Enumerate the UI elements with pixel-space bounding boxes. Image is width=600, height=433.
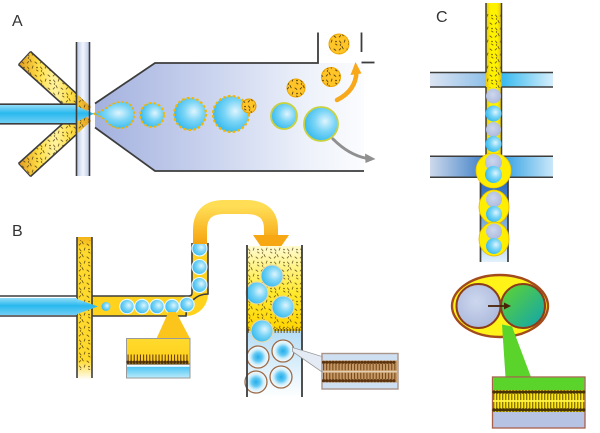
droplet xyxy=(211,94,251,134)
droplet-pair-zoom xyxy=(450,273,550,339)
inner-droplet-a xyxy=(486,88,501,104)
droplet-train xyxy=(119,240,208,315)
droplet xyxy=(134,298,150,315)
inner-droplet-b xyxy=(485,136,502,152)
bilayer-inset xyxy=(292,346,399,390)
vertical-channel-walls xyxy=(485,3,503,157)
flow-direction-arrow-icon xyxy=(331,137,376,163)
double-emulsion xyxy=(478,221,510,257)
panel-b: B xyxy=(0,200,399,397)
panel-c-label: C xyxy=(436,9,448,26)
lipid-bilayer xyxy=(321,360,399,383)
membrane-inset xyxy=(491,324,586,429)
satellite-lipid-droplet xyxy=(241,98,257,114)
inner-droplet-a xyxy=(486,122,501,137)
lipid-bilayer xyxy=(492,390,586,412)
panel-a: A xyxy=(0,13,376,178)
lipid-droplet xyxy=(286,78,306,98)
droplet xyxy=(164,298,180,315)
droplet xyxy=(139,102,165,128)
droplet xyxy=(179,296,195,313)
droplet xyxy=(303,106,339,142)
panel-b-label: B xyxy=(12,223,23,240)
oil-inlet-bottom xyxy=(17,108,91,178)
double-emulsion xyxy=(478,189,510,225)
inner-droplet-b xyxy=(485,105,502,122)
oil-carrier-channel xyxy=(77,243,208,316)
transfer-container xyxy=(244,245,303,397)
lipid-droplet xyxy=(328,33,350,55)
vesicle xyxy=(244,370,268,394)
oil-inlet-top xyxy=(17,50,91,120)
lipid-outlet-arrow-icon xyxy=(334,62,362,103)
settling-droplets xyxy=(245,264,295,343)
droplet xyxy=(250,319,274,343)
cross-channel-1 xyxy=(430,71,553,88)
double-emulsion-forming xyxy=(475,152,512,189)
droplet xyxy=(245,281,269,305)
inset-pointer xyxy=(156,312,190,339)
droplet xyxy=(172,96,208,132)
lipid-specks xyxy=(487,14,501,88)
droplet xyxy=(119,298,135,315)
chamber-walls xyxy=(94,32,375,172)
droplet xyxy=(191,258,208,276)
aqueous-stream xyxy=(0,298,111,315)
cross-channel-2 xyxy=(430,155,553,179)
droplet xyxy=(260,264,284,288)
monolayer-inset xyxy=(126,312,191,379)
lipid-droplets xyxy=(286,33,350,98)
droplet xyxy=(270,102,298,130)
vesicle xyxy=(271,339,295,363)
alternating-droplets xyxy=(485,88,502,152)
droplet xyxy=(149,298,165,315)
droplet xyxy=(191,276,208,294)
aqueous-inlet xyxy=(0,103,94,125)
panel-a-label: A xyxy=(12,13,23,30)
vesicle xyxy=(246,345,270,369)
lipid-monolayer xyxy=(126,354,191,365)
droplet xyxy=(271,295,295,319)
inset-pointer xyxy=(502,324,531,377)
panel-c: C xyxy=(430,3,586,429)
forming-droplet xyxy=(92,101,136,129)
content-transfer-arrow-icon xyxy=(488,302,511,310)
lipid-droplet xyxy=(321,67,341,87)
droplet-train xyxy=(139,94,339,142)
vesicle xyxy=(269,365,293,389)
